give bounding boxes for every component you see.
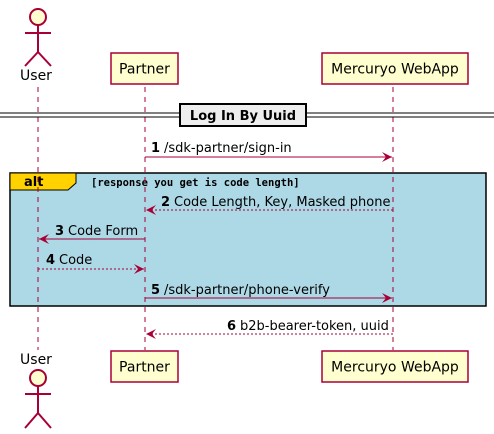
message-6: 6 b2b-bearer-token, uuid xyxy=(146,319,393,339)
message-1: 1 /sdk-partner/sign-in xyxy=(145,141,392,162)
message-number: 1 xyxy=(151,141,160,156)
message-number: 4 xyxy=(46,253,55,268)
user-label: User xyxy=(20,352,52,368)
message-label: b2b-bearer-token, uuid xyxy=(240,319,389,334)
actor-icon xyxy=(29,8,47,26)
message-3: 3 Code Form xyxy=(39,224,145,244)
webapp-label: Mercuryo WebApp xyxy=(331,62,459,78)
divider-label: Log In By Uuid xyxy=(190,109,296,124)
webapp-box-top: Mercuryo WebApp xyxy=(321,52,469,85)
message-number: 2 xyxy=(161,195,170,210)
message-2: 2 Code Length, Key, Masked phone xyxy=(146,195,393,215)
partner-box-top: Partner xyxy=(110,52,179,85)
message-label: Code Length, Key, Masked phone xyxy=(174,195,390,210)
partner-box-bottom: Partner xyxy=(110,350,179,383)
alt-keyword: alt xyxy=(24,175,43,190)
actor-icon xyxy=(29,369,47,387)
webapp-label: Mercuryo WebApp xyxy=(331,360,459,376)
message-label: Code Form xyxy=(68,224,138,239)
user-actor-top: User xyxy=(20,8,52,84)
message-number: 6 xyxy=(227,319,236,334)
message-4: 4 Code xyxy=(38,253,144,274)
partner-label: Partner xyxy=(119,62,170,78)
message-number: 3 xyxy=(55,224,64,239)
partner-label: Partner xyxy=(119,360,170,376)
message-label: Code xyxy=(59,253,92,268)
alt-fragment-tab xyxy=(9,172,77,191)
lifelines xyxy=(37,87,394,350)
divider: Log In By Uuid xyxy=(0,103,494,127)
user-label: User xyxy=(20,68,52,84)
webapp-box-bottom: Mercuryo WebApp xyxy=(321,350,469,383)
message-5: 5 /sdk-partner/phone-verify xyxy=(145,283,392,303)
alt-condition: [response you get is code length] xyxy=(91,177,300,189)
message-label: /sdk-partner/sign-in xyxy=(164,141,292,156)
message-label: /sdk-partner/phone-verify xyxy=(164,283,330,298)
user-actor-bottom: User xyxy=(20,352,52,429)
message-number: 5 xyxy=(151,283,160,298)
